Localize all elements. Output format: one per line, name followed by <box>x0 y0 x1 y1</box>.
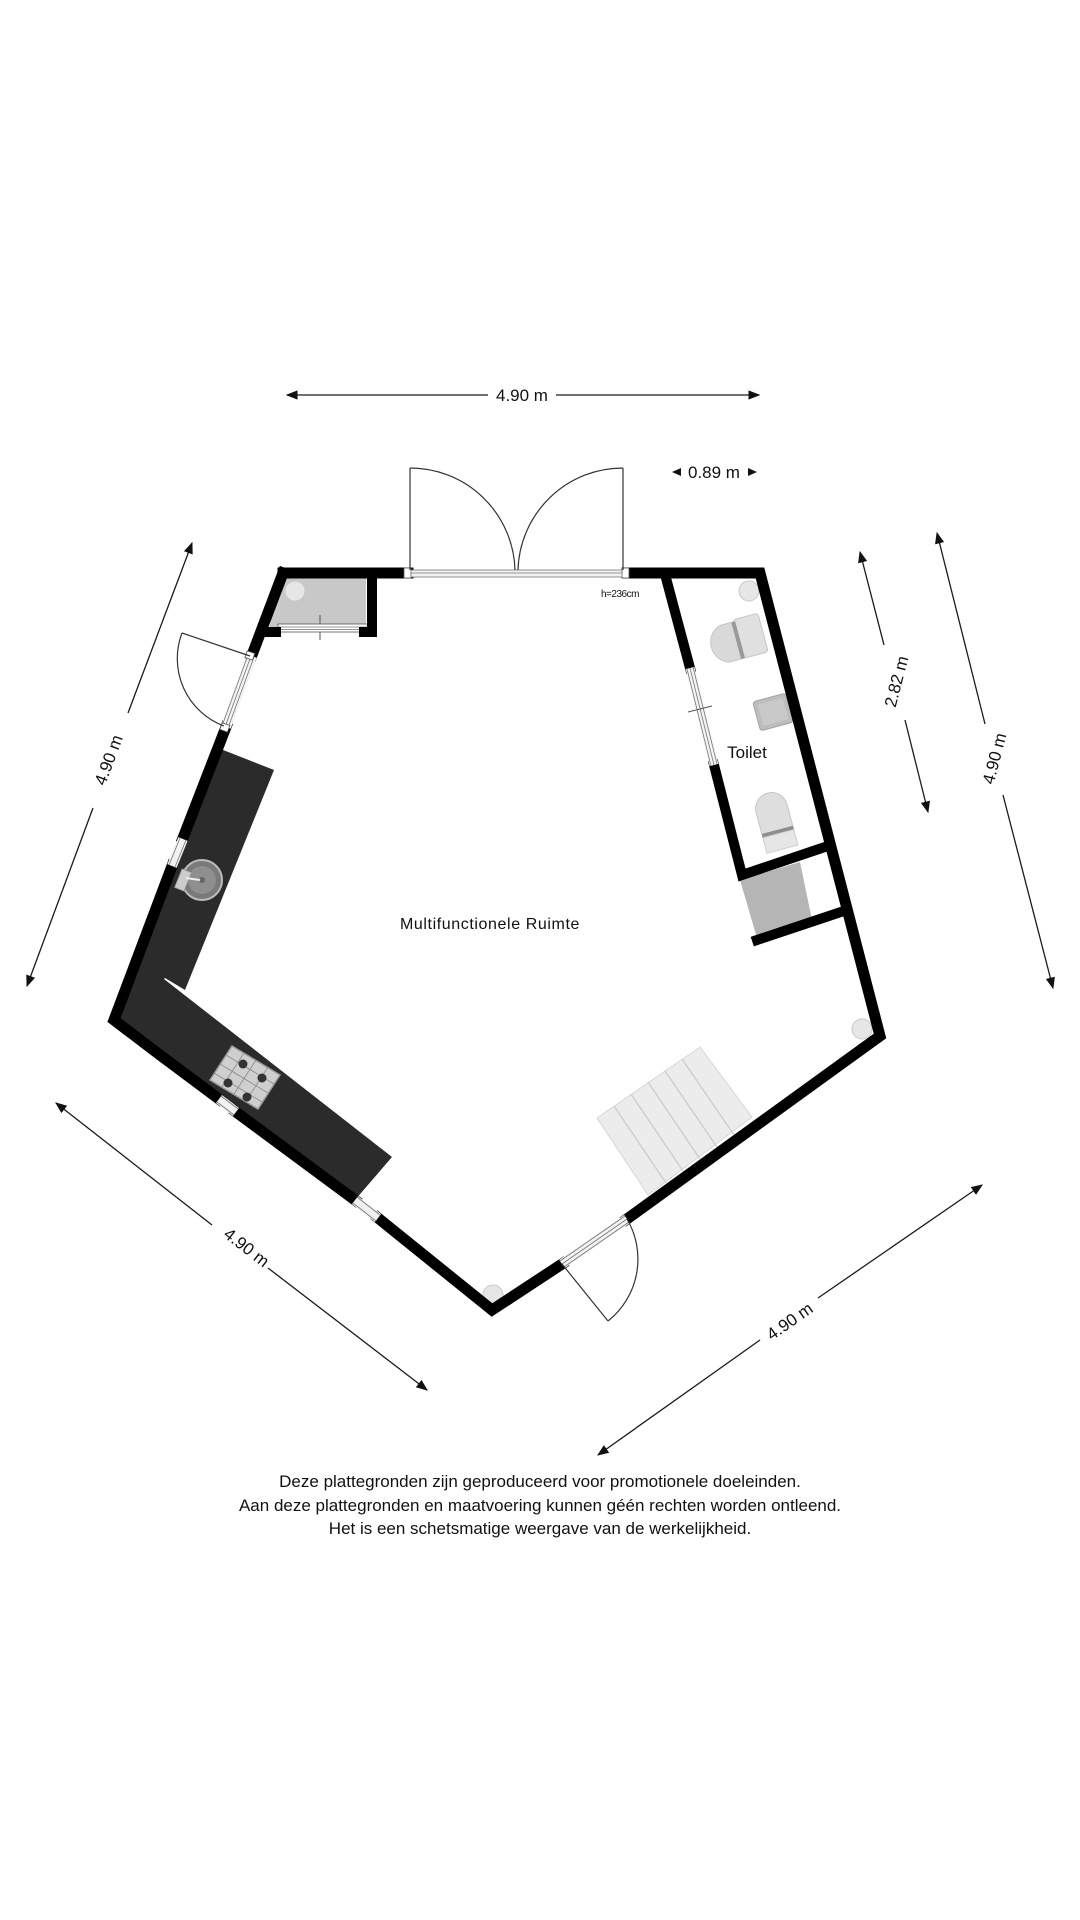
dimension-label: 4.90 m <box>91 732 127 787</box>
window-lower-left <box>351 1196 382 1222</box>
ceiling-height-label: h=236cm <box>601 589 639 600</box>
dimension-label: 0.89 m <box>688 463 740 482</box>
dimension-top: 4.90 m <box>285 386 761 405</box>
dimension-door-width: 0.89 m <box>672 463 757 482</box>
disclaimer-line: Het is een schetsmatige weergave van de … <box>328 1519 752 1538</box>
double-door-top[interactable] <box>403 467 630 579</box>
dimension-label: 2.82 m <box>881 654 912 709</box>
dimension-label: 4.90 m <box>220 1224 273 1271</box>
toilet-icon <box>710 613 769 663</box>
kitchen-counter <box>116 748 392 1200</box>
disclaimer-line: Aan deze plattegronden en maatvoering ku… <box>238 1495 842 1515</box>
washbasin-icon <box>752 693 794 731</box>
window-stove <box>215 1095 240 1116</box>
dimension-toilet: 2.82 m <box>858 550 930 814</box>
dimension-label: 4.90 m <box>763 1299 816 1344</box>
disclaimer: Deze plattegronden zijn geproduceerd voo… <box>0 1470 1080 1541</box>
dimension-bottom-right: 4.90 m <box>597 1184 983 1456</box>
sink-icon <box>174 859 223 901</box>
disclaimer-line: Deze plattegronden zijn geproduceerd voo… <box>279 1472 801 1491</box>
room-label-toilet: Toilet <box>727 743 767 762</box>
dimension-label: 4.90 m <box>496 386 548 405</box>
window-sink <box>167 837 188 868</box>
stairs <box>596 1046 753 1196</box>
corner-post <box>851 1018 873 1040</box>
stove-icon <box>208 1044 282 1111</box>
room-label-multifunctional: Multifunctionele Ruimte <box>400 916 580 933</box>
left-door[interactable] <box>176 632 257 733</box>
toilet-room-fixtures <box>710 580 812 938</box>
toilet-door[interactable] <box>685 666 719 767</box>
outer-walls <box>107 565 887 1317</box>
dimension-right: 4.90 m <box>935 531 1055 990</box>
dimension-label: 4.90 m <box>979 731 1010 786</box>
bottom-door[interactable] <box>559 1214 639 1322</box>
toilet-icon <box>755 792 799 854</box>
